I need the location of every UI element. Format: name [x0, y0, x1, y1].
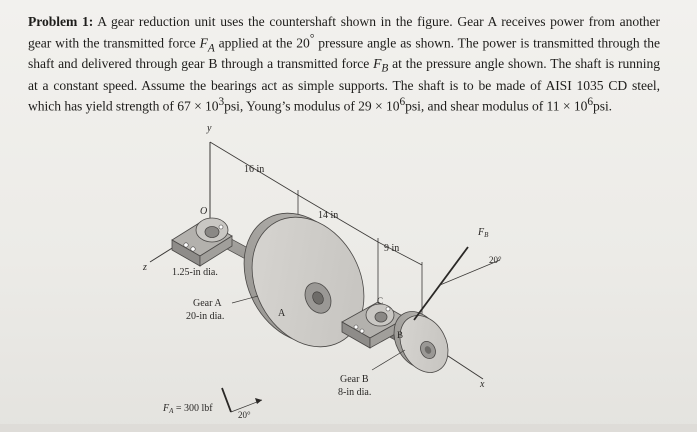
- point-a-label: A: [278, 308, 286, 319]
- degree-symbol: °: [309, 32, 315, 45]
- dim-9-line: [377, 241, 423, 266]
- problem-label: Problem 1: [28, 14, 89, 29]
- problem-statement: Problem 1: A gear reduction unit uses th…: [28, 14, 661, 114]
- angle-a-label: 20°: [238, 410, 251, 420]
- dim-14-label: 14 in: [318, 210, 338, 221]
- shaft-dia-label: 1.25-in dia.: [172, 267, 218, 278]
- fb-force-line: [413, 246, 469, 321]
- gear-a-leader: [231, 295, 259, 304]
- problem-text-2: applied at the 20: [214, 35, 310, 51]
- page-bottom-edge: [0, 424, 697, 432]
- gear-a: [243, 212, 365, 348]
- gear-b-leader: [371, 349, 406, 371]
- z-axis-label: z: [142, 262, 147, 273]
- fa-subscript: A: [207, 41, 215, 54]
- fb-symbol: F: [373, 56, 382, 72]
- fb-label: FB: [477, 227, 489, 239]
- dim-9-label: 9 in: [384, 243, 399, 254]
- x-axis-line: [444, 353, 484, 380]
- dim-16-line: [209, 141, 299, 196]
- y-axis-label: y: [206, 123, 212, 134]
- origin-label: O: [200, 206, 207, 217]
- angle-b-label: 20°: [489, 255, 502, 265]
- gear-a-diameter: 20-in dia.: [186, 311, 224, 322]
- problem-text-4: at the pressure angle shown. The shaft i…: [28, 56, 660, 114]
- problem-text-5: psi, Young’s modulus of 29 × 10: [224, 98, 400, 114]
- dim-16-label: 16 in: [244, 164, 264, 175]
- point-b-label: B: [397, 330, 403, 340]
- bearing-o: [171, 217, 233, 267]
- gear-b-diameter: 8-in dia.: [338, 387, 371, 398]
- fa-symbol: F: [199, 35, 208, 51]
- shear-exponent: 6: [587, 96, 593, 109]
- point-c-label: C: [377, 296, 383, 306]
- gear-b-label: Gear B: [340, 374, 369, 385]
- fa-force-line: [221, 387, 232, 413]
- fa-label: FA = 300 lbf: [162, 403, 213, 415]
- fa-arrowhead: [255, 398, 262, 404]
- yield-exponent: 3: [218, 96, 225, 109]
- bearing-c: [341, 301, 407, 349]
- problem-text-3: pressure angle as shown. The power is tr…: [28, 35, 661, 72]
- dim-14-line: [297, 194, 379, 243]
- fb-reference-line: [439, 259, 501, 286]
- problem-text-6: psi, and shear modulus of 11 × 10: [405, 98, 588, 114]
- problem-text-1: A gear reduction unit uses the countersh…: [28, 14, 661, 51]
- young-exponent: 6: [399, 96, 406, 109]
- x-axis-label: x: [479, 379, 485, 390]
- fb-subscript: B: [381, 63, 389, 76]
- gear-b: [393, 311, 449, 373]
- problem-text-7: psi.: [592, 98, 613, 114]
- gear-a-label: Gear A: [193, 298, 222, 309]
